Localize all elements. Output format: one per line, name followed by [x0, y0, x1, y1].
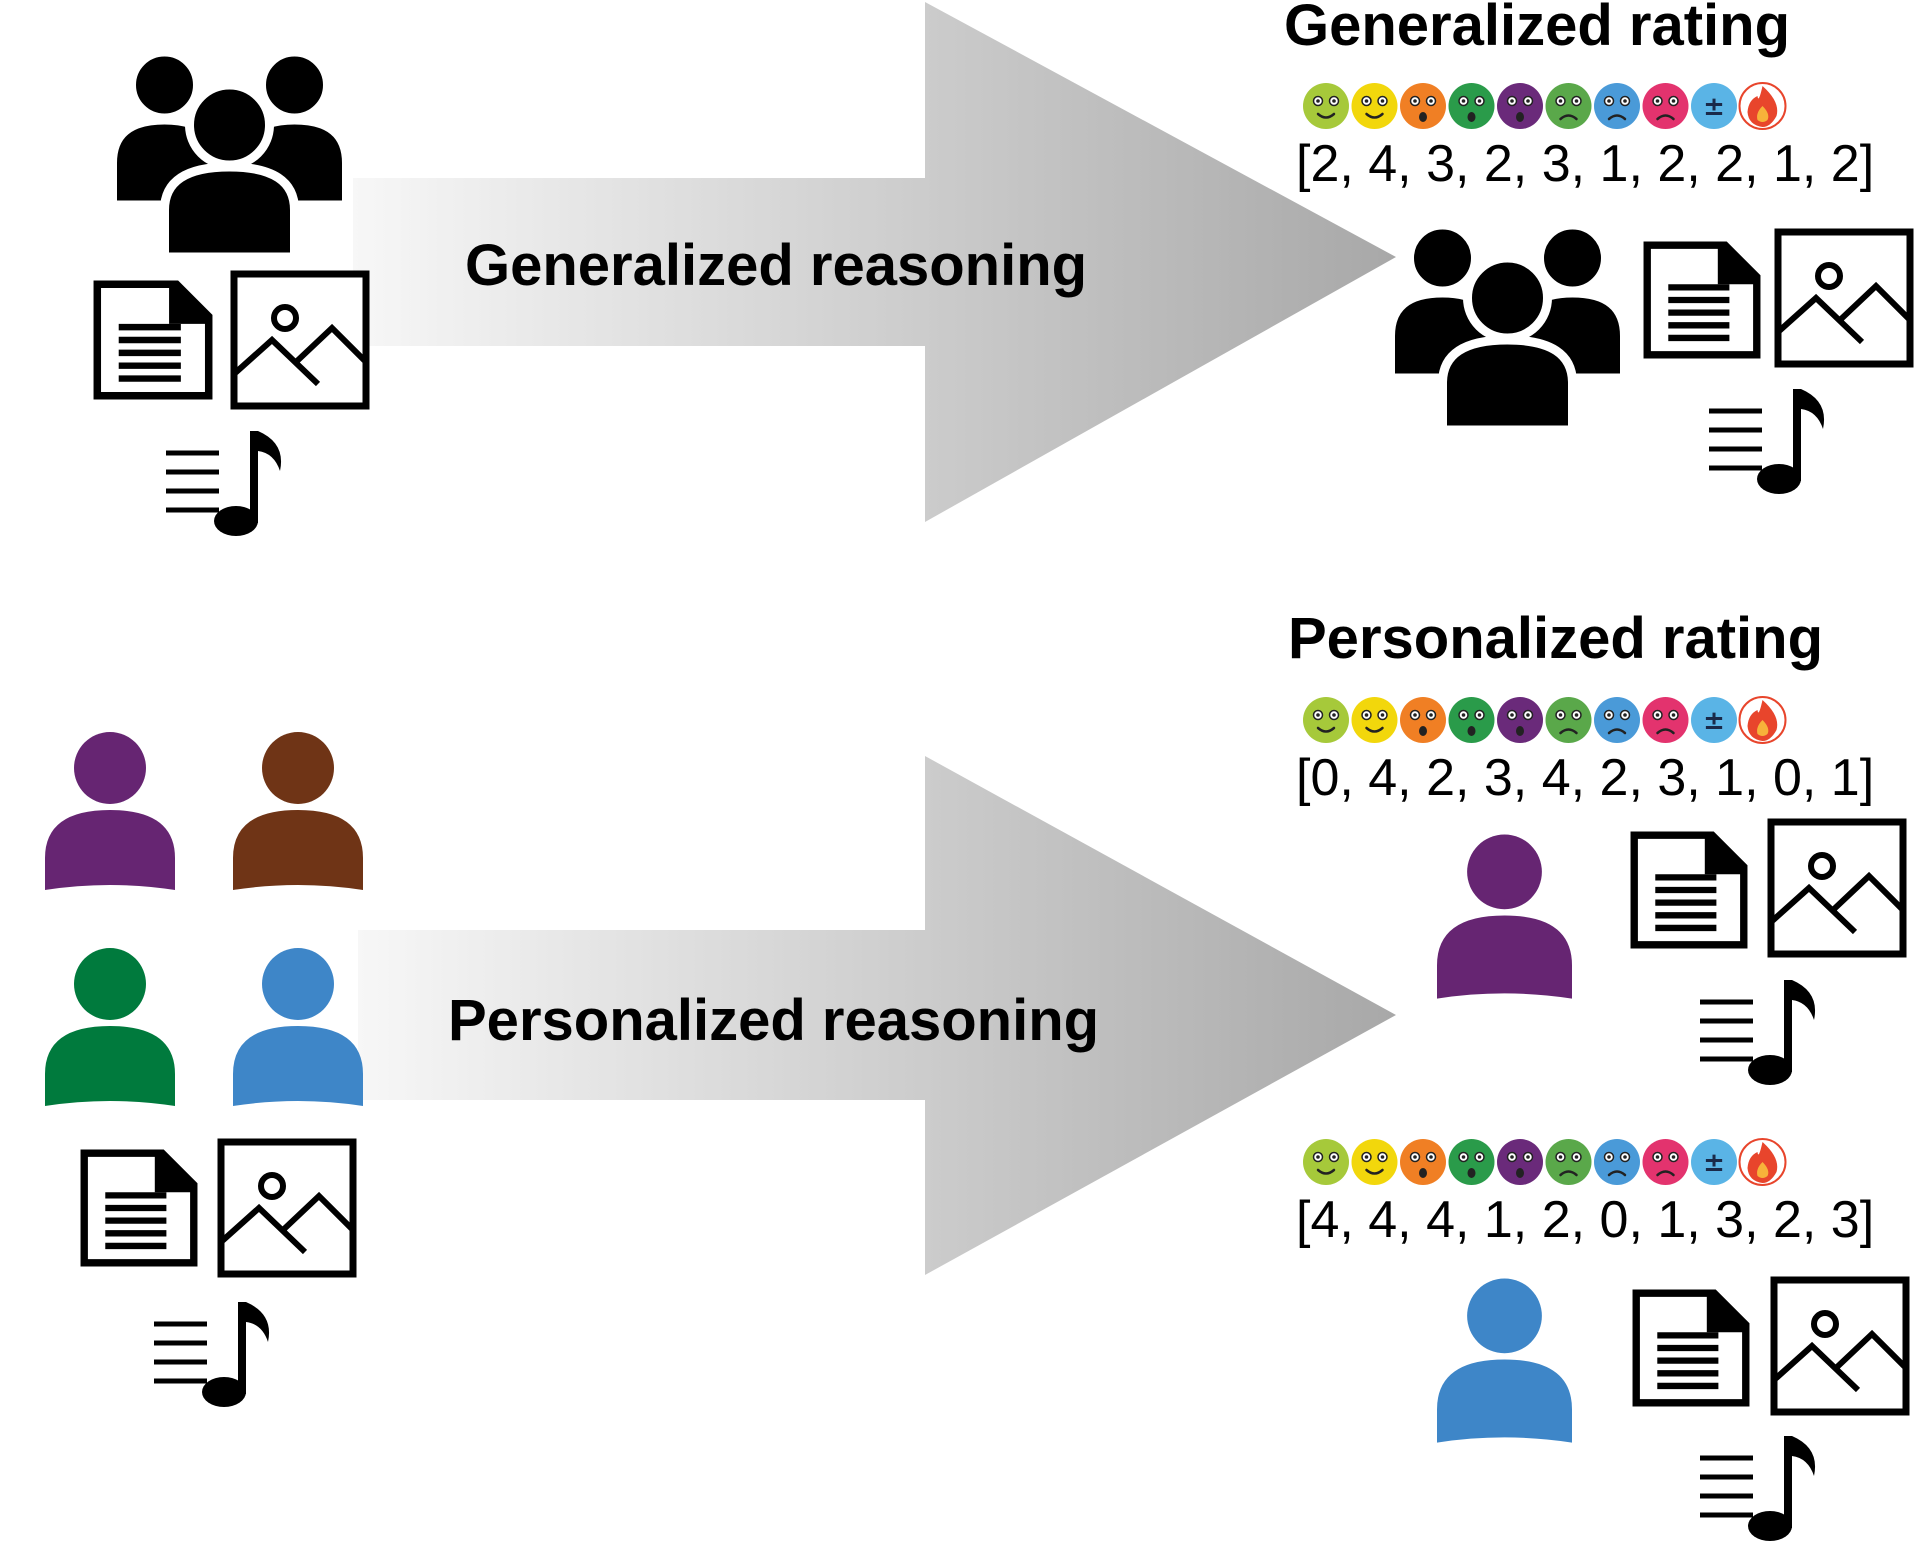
personalized-arrow — [358, 756, 1396, 1275]
plus-minus-icon: ± — [1691, 697, 1737, 743]
disgusted-face-icon — [1448, 83, 1495, 129]
generalized-arrow-label: Generalized reasoning — [465, 233, 1087, 298]
personalized-rating-title: Personalized rating — [1288, 606, 1823, 671]
person-brown-icon — [233, 732, 363, 890]
music-icon — [1700, 1436, 1815, 1541]
disgusted-face-icon — [1448, 1139, 1495, 1185]
confused-face-icon — [1497, 1139, 1543, 1185]
surprised-face-icon — [1351, 1139, 1398, 1185]
confused-face-icon — [1497, 83, 1543, 129]
document-icon — [1647, 245, 1757, 355]
surprised-face-icon — [1351, 83, 1398, 129]
personalized-rating-values-purple: [0, 4, 2, 3, 4, 2, 3, 1, 0, 1] — [1296, 749, 1874, 807]
angry-face-icon — [1642, 697, 1689, 743]
person-purple-icon — [45, 732, 175, 890]
person-blue-icon — [233, 948, 363, 1106]
sick-face-icon — [1545, 83, 1592, 129]
document-icon — [97, 284, 208, 395]
svg-text:±: ± — [1703, 92, 1725, 122]
sick-face-icon — [1545, 697, 1592, 743]
music-icon — [1709, 389, 1824, 494]
fire-icon — [1738, 1138, 1787, 1186]
person-blue-icon — [1437, 1278, 1572, 1443]
image-icon — [221, 1142, 353, 1274]
document-icon — [1636, 1293, 1746, 1403]
surprised-face-icon — [1351, 697, 1398, 743]
personalized-rating-values-blue: [4, 4, 4, 1, 2, 0, 1, 3, 2, 3] — [1296, 1191, 1874, 1249]
person-purple-icon — [1437, 834, 1572, 999]
relieved-face-icon — [1303, 83, 1349, 129]
group-icon — [113, 52, 347, 257]
personalized-arrow-label: Personalized reasoning — [448, 988, 1099, 1053]
image-icon — [1771, 822, 1903, 954]
generalized-arrow — [353, 2, 1396, 522]
person-green-icon — [45, 948, 175, 1106]
generalized-rating-title: Generalized rating — [1284, 0, 1790, 58]
emotion-emoji-row: ± — [1303, 1138, 1787, 1186]
shocked-face-icon — [1400, 83, 1446, 129]
plus-minus-icon: ± — [1691, 1139, 1737, 1185]
disgusted-face-icon — [1448, 697, 1495, 743]
generalized-rating-values: [2, 4, 3, 2, 3, 1, 2, 2, 1, 2] — [1296, 135, 1874, 193]
sad-face-icon — [1594, 1139, 1640, 1185]
music-icon — [154, 1302, 269, 1407]
image-icon — [1778, 232, 1910, 364]
angry-face-icon — [1642, 83, 1689, 129]
document-icon — [1634, 835, 1744, 945]
fire-icon — [1738, 696, 1787, 744]
plus-minus-icon: ± — [1691, 83, 1737, 129]
shocked-face-icon — [1400, 1139, 1446, 1185]
fire-icon — [1738, 82, 1787, 130]
shocked-face-icon — [1400, 697, 1446, 743]
music-icon — [166, 431, 281, 536]
confused-face-icon — [1497, 697, 1543, 743]
emotion-emoji-row: ± — [1303, 696, 1787, 744]
relieved-face-icon — [1303, 697, 1349, 743]
music-icon — [1700, 980, 1815, 1085]
image-icon — [1774, 1280, 1906, 1412]
svg-text:±: ± — [1703, 706, 1725, 736]
angry-face-icon — [1642, 1139, 1689, 1185]
image-icon — [234, 274, 366, 406]
emotion-emoji-row: ± — [1303, 82, 1787, 130]
sad-face-icon — [1594, 83, 1640, 129]
svg-text:±: ± — [1703, 1148, 1725, 1178]
sad-face-icon — [1594, 697, 1640, 743]
relieved-face-icon — [1303, 1139, 1349, 1185]
document-icon — [84, 1153, 194, 1263]
group-icon — [1391, 225, 1625, 430]
sick-face-icon — [1545, 1139, 1592, 1185]
